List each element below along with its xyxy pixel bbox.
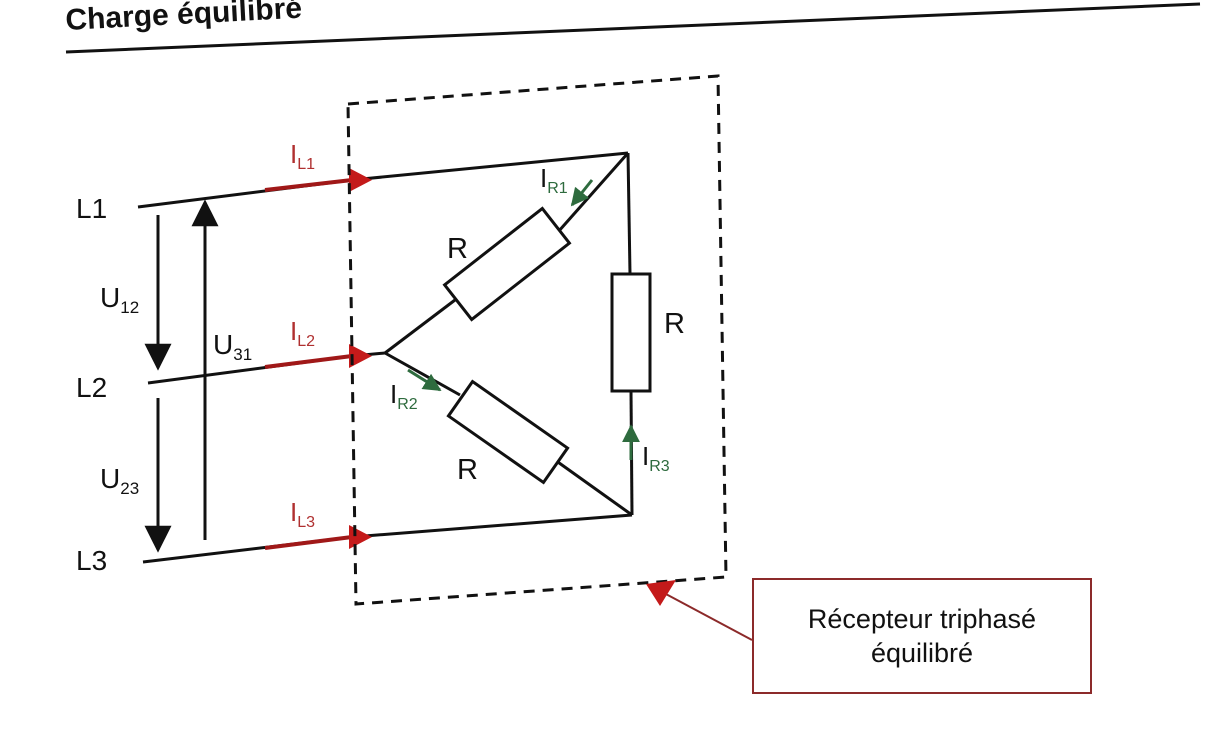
il3-segment: [264, 535, 353, 550]
resistor-label-r2: R: [457, 454, 478, 486]
current-label-il2: IL2: [290, 316, 315, 350]
line-label-l1: L1: [76, 193, 107, 224]
il2-arrow-icon: [349, 344, 372, 368]
callout-pointer-line: [663, 592, 753, 641]
l3-to-bottom-node: [351, 513, 633, 539]
r1-wire-upper: [556, 152, 630, 233]
resistor-label-r1: R: [447, 233, 468, 265]
resistor-r3: [610, 272, 652, 393]
voltage-label-u31: U31: [213, 329, 252, 364]
resistor-r1: [442, 206, 572, 322]
r1-wire-lower: [384, 298, 456, 355]
il1-arrow-icon: [349, 168, 372, 192]
voltage-label-u23: U23: [100, 463, 139, 498]
il2-segment: [264, 354, 353, 369]
current-label-il3: IL3: [290, 497, 315, 531]
current-label-il1: IL1: [290, 139, 315, 173]
l1-to-top-node: [351, 151, 629, 182]
callout-line-2: équilibré: [870, 638, 974, 668]
line-label-l2: L2: [76, 372, 107, 403]
il1-segment: [264, 178, 353, 192]
r3-wire-upper: [626, 152, 632, 275]
current-label-ir2: IR2: [390, 379, 418, 413]
il3-arrow-icon: [349, 525, 372, 549]
receiver-boundary: [346, 74, 728, 606]
receiver-callout: Récepteur triphasé équilibré: [752, 578, 1092, 694]
current-label-ir3: IR3: [642, 441, 670, 475]
callout-line-1: Récepteur triphasé: [807, 604, 1037, 634]
ir2-arrow-icon: [407, 368, 442, 392]
r2-wire-lower: [554, 458, 633, 517]
resistor-r2: [446, 379, 570, 485]
title-underline: [65, 2, 1201, 54]
resistor-label-r3: R: [664, 308, 685, 340]
ir1-arrow-icon: [570, 179, 594, 207]
page-title: Charge équilibré: [65, 0, 303, 37]
callout-pointer-icon: [646, 580, 676, 606]
current-label-ir1: IR1: [540, 163, 568, 197]
voltage-label-u12: U12: [100, 282, 139, 317]
line-label-l3: L3: [76, 545, 107, 576]
